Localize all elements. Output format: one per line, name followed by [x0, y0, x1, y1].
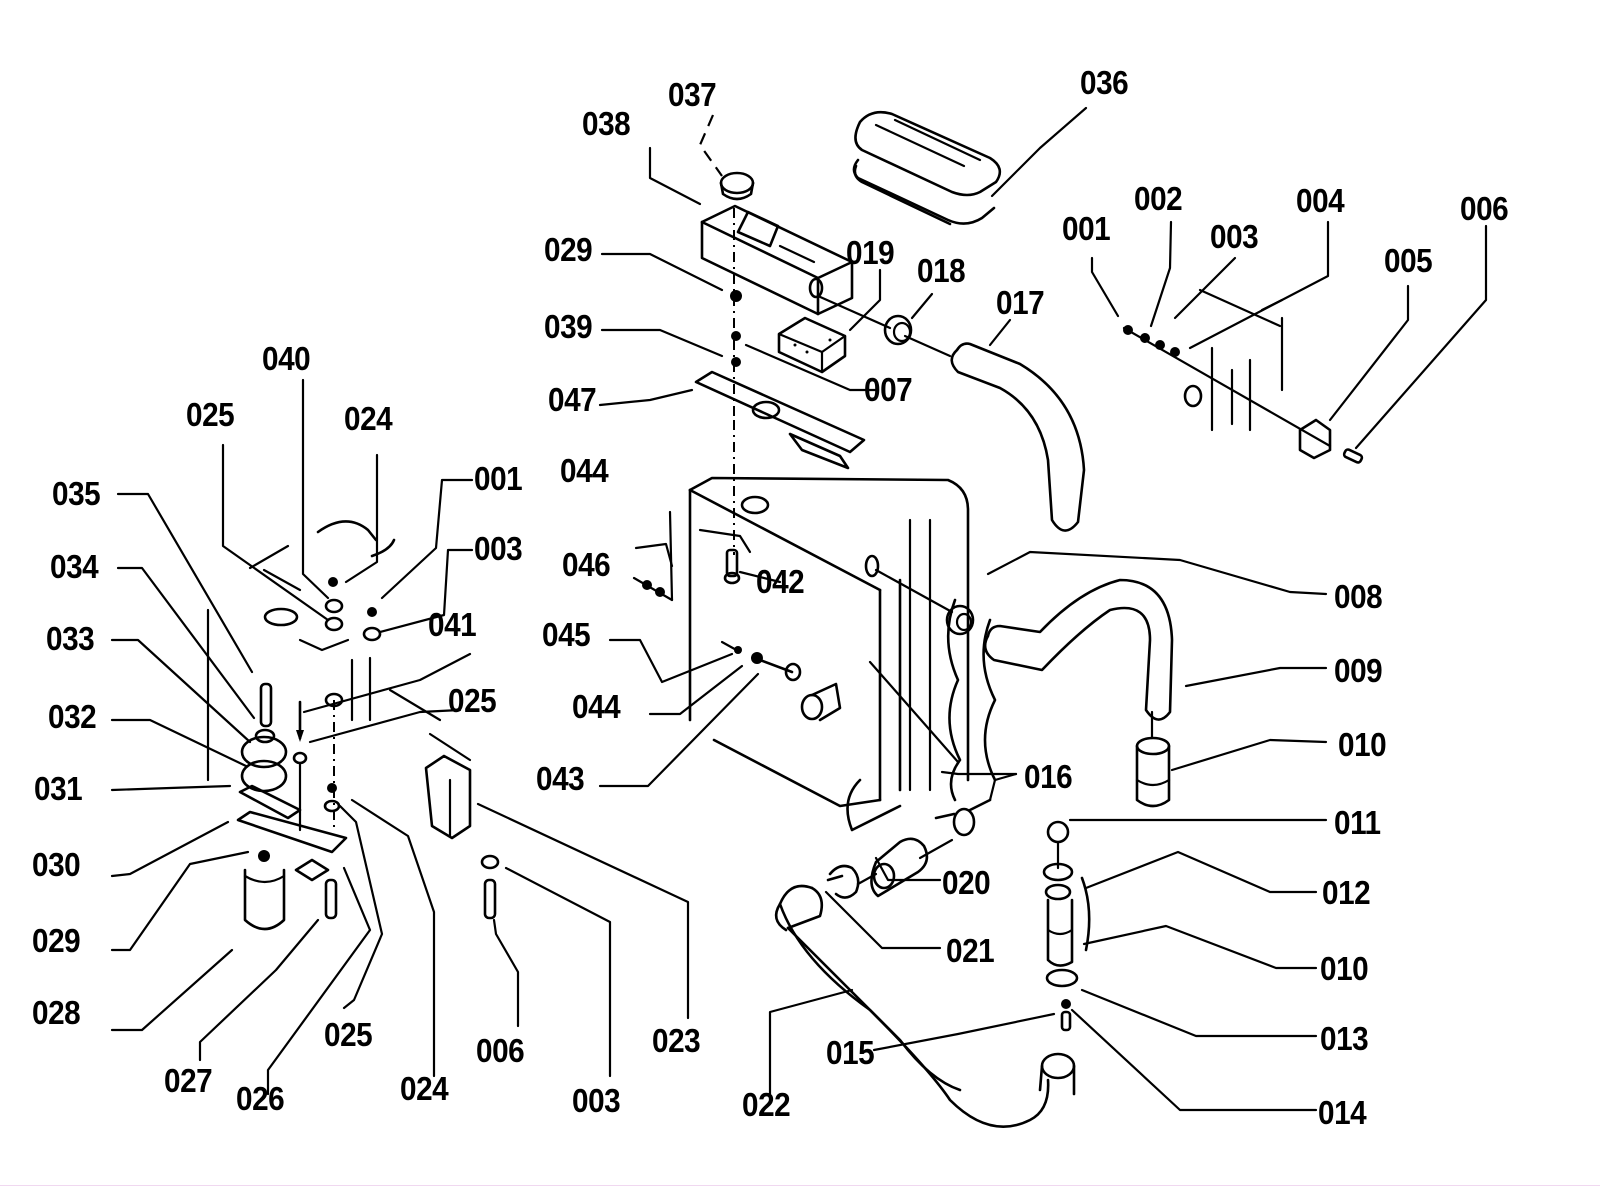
hose-clamp	[826, 864, 878, 899]
part-label-023: 023	[652, 1022, 701, 1059]
part-label-041: 041	[428, 606, 477, 643]
part-label-005: 005	[1384, 242, 1433, 279]
part-label-031: 031	[34, 770, 83, 807]
part-label-028: 028	[32, 994, 81, 1031]
fasteners-side	[632, 576, 802, 682]
part-label-027: 027	[164, 1062, 213, 1099]
part-label-035: 035	[52, 475, 101, 512]
radiator-body	[688, 476, 997, 832]
mount-plate	[694, 370, 866, 470]
part-label-020: 020	[942, 864, 991, 901]
leader-lines	[110, 106, 1488, 1112]
part-label-022: 022	[742, 1086, 791, 1123]
part-label-046: 046	[562, 546, 611, 583]
part-label-045: 045	[542, 616, 591, 653]
part-label-025: 025	[324, 1016, 373, 1053]
part-label-003: 003	[572, 1082, 621, 1119]
part-label-044: 044	[560, 452, 609, 489]
part-label-037: 037	[668, 76, 717, 113]
part-label-003: 003	[1210, 218, 1259, 255]
upper-hose	[983, 578, 1174, 721]
lower-hose	[774, 884, 1076, 1128]
part-label-001: 001	[474, 460, 523, 497]
part-label-001: 001	[1062, 210, 1111, 247]
part-label-018: 018	[917, 252, 966, 289]
part-label-036: 036	[1080, 64, 1129, 101]
part-label-029: 029	[544, 231, 593, 268]
part-label-039: 039	[544, 308, 593, 345]
part-label-030: 030	[32, 846, 81, 883]
part-label-042: 042	[756, 563, 805, 600]
page-edge-divider	[0, 1185, 1600, 1186]
part-label-009: 009	[1334, 652, 1383, 689]
reservoir-cap	[719, 171, 755, 201]
left-mount-assembly	[206, 520, 500, 931]
part-label-021: 021	[946, 932, 995, 969]
hose-cap-010	[1135, 710, 1171, 808]
part-label-034: 034	[50, 548, 99, 585]
part-label-013: 013	[1320, 1020, 1369, 1057]
part-label-038: 038	[582, 105, 631, 142]
strainer-block	[777, 316, 847, 374]
part-label-032: 032	[48, 698, 97, 735]
part-label-019: 019	[846, 234, 895, 271]
part-label-014: 014	[1318, 1094, 1367, 1131]
part-label-006: 006	[476, 1032, 525, 1069]
part-label-011: 011	[1334, 804, 1381, 841]
part-label-017: 017	[996, 284, 1045, 321]
part-label-012: 012	[1322, 874, 1371, 911]
part-label-044: 044	[572, 688, 621, 725]
part-label-015: 015	[826, 1034, 875, 1071]
part-label-024: 024	[344, 400, 393, 437]
part-label-047: 047	[548, 381, 597, 418]
grommet-008	[874, 568, 975, 636]
part-label-006: 006	[1460, 190, 1509, 227]
part-label-026: 026	[236, 1080, 285, 1117]
part-label-024: 024	[400, 1070, 449, 1107]
bolt-042	[723, 548, 741, 585]
drain-assembly	[1042, 820, 1091, 1032]
part-label-040: 040	[262, 340, 311, 377]
radiator-pad	[852, 110, 1002, 226]
part-label-002: 002	[1134, 180, 1183, 217]
reservoir-tank	[700, 204, 854, 555]
lower-pipe	[870, 798, 992, 898]
part-label-043: 043	[536, 760, 585, 797]
part-label-008: 008	[1334, 578, 1383, 615]
part-label-016: 016	[1024, 758, 1073, 795]
part-label-004: 004	[1296, 182, 1345, 219]
part-label-010: 010	[1320, 950, 1369, 987]
part-label-003: 003	[474, 530, 523, 567]
part-label-007: 007	[864, 371, 913, 408]
part-label-025: 025	[448, 682, 497, 719]
part-label-010: 010	[1338, 726, 1387, 763]
part-label-029: 029	[32, 922, 81, 959]
part-label-033: 033	[46, 620, 95, 657]
overflow-hose	[950, 342, 1086, 532]
part-label-025: 025	[186, 396, 235, 433]
center-fasteners	[730, 290, 742, 367]
right-bracket-assembly	[1122, 288, 1364, 464]
grommet	[816, 294, 952, 358]
